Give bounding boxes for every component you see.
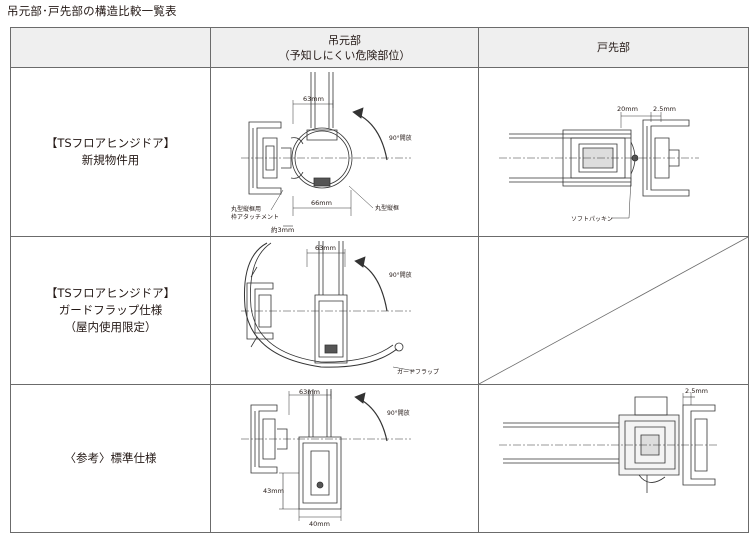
label-soft-packing: ソフトパッキン bbox=[571, 216, 613, 223]
dim-40mm: 40mm bbox=[309, 520, 330, 528]
label-attachment-2: 枠アタッチメント bbox=[231, 213, 279, 221]
table-row: 【TSフロアヒンジドア】 新規物件用 bbox=[10, 67, 749, 237]
row-label-new: 【TSフロアヒンジドア】 新規物件用 bbox=[10, 67, 211, 237]
table-row: 【TSフロアヒンジドア】 ガードフラップ仕様 （屋内使用限定） bbox=[10, 236, 749, 385]
hinge-section-drawing-standard: 63mm 43mm 40mm 90°開放 bbox=[241, 388, 411, 528]
label-round-stile: 丸型縦框 bbox=[375, 204, 399, 212]
header-row: 吊元部 （予知しにくい危険部位） 戸先部 bbox=[10, 27, 749, 68]
header-hinge-subtitle: （予知しにくい危険部位） bbox=[278, 48, 411, 62]
dim-63mm: 63mm bbox=[315, 244, 336, 252]
tip-section-drawing: 20mm 2.5mm ソフトパッキン bbox=[499, 105, 699, 223]
row-label-line: 【TSフロアヒンジドア】 bbox=[45, 136, 176, 150]
not-applicable-diagonal bbox=[479, 237, 748, 384]
tip-drawing-cell: 2.5mm bbox=[478, 384, 749, 533]
row-label-line: ガードフラップ仕様 bbox=[58, 303, 163, 317]
row-label-line: 新規物件用 bbox=[81, 153, 140, 167]
dim-63mm: 63mm bbox=[299, 388, 320, 396]
label-attachment-1: 丸型縦框用 bbox=[231, 205, 261, 213]
dim-2-5mm: 2.5mm bbox=[653, 105, 676, 113]
hinge-drawing-cell: 63mm 90°開放 ガードフラップ bbox=[210, 236, 479, 385]
tip-section-drawing-standard: 2.5mm bbox=[499, 387, 719, 493]
row-label-line: 〈参考〉標準仕様 bbox=[64, 451, 157, 465]
hinge-section-drawing-round: 63mm 66mm 約3mm 90°開放 丸型縦框用 枠アタッチメント 丸型縦框 bbox=[231, 72, 412, 234]
document-title: 吊元部･戸先部の構造比較一覧表 bbox=[7, 4, 177, 18]
row-label-line: 【TSフロアヒンジドア】 bbox=[45, 286, 176, 300]
label-guard-flap: ガードフラップ bbox=[397, 368, 439, 376]
tip-empty-cell bbox=[478, 236, 749, 385]
angle-label: 90°開放 bbox=[389, 271, 412, 279]
header-door-tip: 戸先部 bbox=[478, 27, 749, 68]
table-row: 〈参考〉標準仕様 bbox=[10, 384, 749, 533]
header-hinge-side: 吊元部 （予知しにくい危険部位） bbox=[210, 27, 479, 68]
dim-2-5mm: 2.5mm bbox=[685, 387, 708, 395]
comparison-table: 吊元部 （予知しにくい危険部位） 戸先部 【TSフロアヒンジドア】 新規物件用 bbox=[10, 27, 749, 533]
dim-63mm: 63mm bbox=[303, 95, 324, 103]
angle-label: 90°開放 bbox=[389, 134, 412, 142]
angle-label: 90°開放 bbox=[387, 409, 410, 417]
row-label-line: （屋内使用限定） bbox=[64, 320, 157, 334]
header-empty-cell bbox=[10, 27, 211, 68]
dim-66mm: 66mm bbox=[311, 199, 332, 207]
dim-20mm: 20mm bbox=[617, 105, 638, 113]
row-label-standard: 〈参考〉標準仕様 bbox=[10, 384, 211, 533]
hinge-drawing-cell: 63mm 66mm 約3mm 90°開放 丸型縦框用 枠アタッチメント 丸型縦框 bbox=[210, 67, 479, 237]
dim-gap: 約3mm bbox=[271, 225, 294, 234]
tip-drawing-cell: 20mm 2.5mm ソフトパッキン bbox=[478, 67, 749, 237]
hinge-drawing-cell: 63mm 43mm 40mm 90°開放 bbox=[210, 384, 479, 533]
dim-43mm: 43mm bbox=[263, 487, 284, 495]
hinge-section-drawing-guard-flap: 63mm 90°開放 ガードフラップ bbox=[241, 241, 439, 376]
row-label-guard-flap: 【TSフロアヒンジドア】 ガードフラップ仕様 （屋内使用限定） bbox=[10, 236, 211, 385]
header-hinge-title: 吊元部 bbox=[328, 33, 361, 47]
